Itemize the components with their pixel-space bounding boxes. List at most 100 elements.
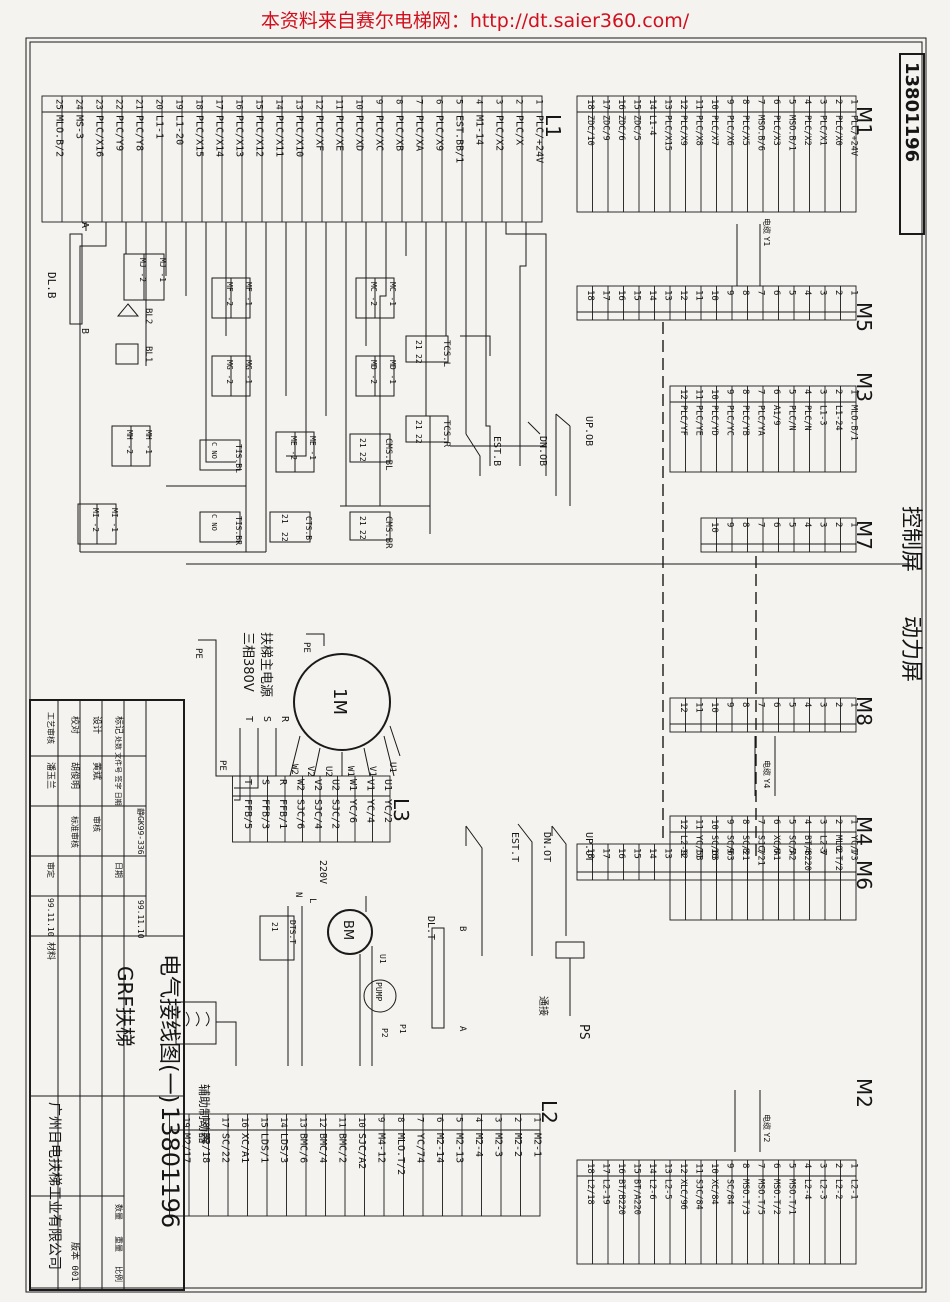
terminal-signal: XC/A1 <box>771 835 781 861</box>
terminal-signal: L1-1 <box>153 115 164 139</box>
svg-text:DN.OB: DN.OB <box>537 436 548 466</box>
terminal-signal: SC/63 <box>709 835 719 861</box>
terminal-signal: PLC/X14 <box>213 115 224 157</box>
l3-terminal-id: V1 <box>364 779 375 791</box>
terminal-signal: SJC/21 <box>756 835 766 866</box>
svg-text:220V: 220V <box>317 860 328 884</box>
label-m2: M2 <box>852 1078 876 1108</box>
terminal-number: 12 <box>678 1163 688 1174</box>
terminal-signal: SC/22 <box>220 1133 231 1163</box>
svg-text:DTS.T: DTS.T <box>288 920 297 944</box>
terminal-signal: LDS/1 <box>259 1133 270 1163</box>
svg-text:静GK99-336: 静GK99-336 <box>136 808 146 855</box>
terminal-signal: L2-7 <box>818 835 828 855</box>
terminal-number: 4 <box>802 99 812 104</box>
svg-text:重量: 重量 <box>114 1236 124 1252</box>
terminal-signal: PLC/XA <box>413 115 424 151</box>
svg-text:MF -2: MF -2 <box>225 282 234 306</box>
label-m5: M5 <box>852 302 876 332</box>
terminal-signal: BMC/6 <box>298 1133 309 1163</box>
l3-terminal-signal: YC/6 <box>347 799 358 823</box>
svg-text:U1: U1 <box>387 762 397 773</box>
terminal-number: 2 <box>833 522 843 527</box>
terminal-number: 1 <box>849 290 859 295</box>
terminal-signal: L2-19 <box>601 1179 611 1205</box>
terminal-signal: MLO.B/2 <box>53 115 64 157</box>
terminal-signal: PLC/X9 <box>678 115 688 146</box>
terminal-block-m3: 1MLO.B/12L1-243L1-34PLC/N5PLC/N6A1/97PLC… <box>669 385 859 473</box>
cable-label-y2: 电缆 Y2 <box>762 1114 772 1143</box>
terminal-signal: MSO.T/3 <box>740 1179 750 1215</box>
svg-text:21: 21 <box>414 420 423 430</box>
terminal-number: 8 <box>740 848 750 853</box>
terminal-number: 9 <box>373 99 383 104</box>
drawing-number-top: 13801196 <box>901 62 922 162</box>
terminal-signal: PLC/YA <box>756 405 766 436</box>
terminal-signal: BMC/2 <box>337 1133 348 1163</box>
svg-text:PS: PS <box>576 1024 591 1040</box>
title-block-product: GRF扶梯 <box>113 966 137 1047</box>
terminal-number: 1 <box>533 99 543 104</box>
terminal-signal: MSO.T/1 <box>787 1179 797 1215</box>
svg-text:审定: 审定 <box>46 862 56 878</box>
terminal-number: 7 <box>756 290 766 295</box>
label-m1: M1 <box>852 106 876 136</box>
svg-text:L: L <box>307 898 317 903</box>
svg-text:胡俊明: 胡俊明 <box>69 762 81 789</box>
terminal-number: 12 <box>317 1117 327 1128</box>
terminal-signal: XLC/96 <box>678 1179 688 1210</box>
sheet-border <box>25 37 927 1293</box>
terminal-signal: M1-14 <box>473 115 484 145</box>
relay-mc: MC -1 MC -2 <box>355 277 397 319</box>
terminal-signal: M4-12 <box>376 1133 387 1163</box>
terminal-signal: L1-20 <box>173 115 184 145</box>
aux-brake: 辅助制动器 <box>175 1001 237 1144</box>
terminal-signal: MSO.B/1 <box>787 115 797 151</box>
terminal-signal: L2-9 <box>678 835 688 855</box>
l3-terminal-id: T <box>242 779 253 785</box>
svg-text:MG -2: MG -2 <box>225 360 234 384</box>
terminal-number: 2 <box>833 290 843 295</box>
svg-text:TCS.L: TCS.L <box>441 340 451 367</box>
svg-text:MD -2: MD -2 <box>369 360 378 384</box>
terminal-signal: MSO.T/5 <box>756 1179 766 1215</box>
component-ps: PS 通接 <box>537 941 591 1040</box>
svg-text:辅助制动器: 辅助制动器 <box>197 1084 211 1144</box>
terminal-number: 3 <box>493 99 503 104</box>
l3-terminal-id: W2 <box>294 779 305 791</box>
component-dl-b: A B DL.B <box>45 222 90 334</box>
terminal-signal: SC/84 <box>725 1179 735 1205</box>
terminal-number: 10 <box>709 819 719 830</box>
terminal-number: 10 <box>353 99 363 110</box>
svg-text:日期: 日期 <box>114 862 123 878</box>
svg-text:MD -1: MD -1 <box>388 360 397 384</box>
component-pump: PUMP P1 P2 <box>363 979 407 1038</box>
terminal-number: 13 <box>663 290 673 301</box>
svg-text:22: 22 <box>280 532 289 542</box>
label-l1: L1 <box>541 114 565 138</box>
terminal-number: 1 <box>532 1117 542 1122</box>
terminal-signal: ZDC/10 <box>585 115 595 146</box>
terminal-number: 6 <box>771 290 781 295</box>
terminal-number: 9 <box>725 99 735 104</box>
terminal-signal: MS-3 <box>73 115 84 139</box>
terminal-number: 22 <box>113 99 123 110</box>
terminal-number: 9 <box>725 290 735 295</box>
terminal-number: 9 <box>725 1163 735 1168</box>
svg-text:22: 22 <box>414 434 423 444</box>
terminal-number: 18 <box>585 99 595 110</box>
terminal-number: 14 <box>647 848 657 859</box>
label-l2: L2 <box>537 1100 561 1124</box>
terminal-signal: PLC/X2 <box>802 115 812 146</box>
svg-text:BL1: BL1 <box>143 346 153 362</box>
l3-terminal-id: S <box>259 779 270 785</box>
brake-lining-sensors: BL2 BL1 <box>115 303 153 365</box>
svg-text:PE: PE <box>217 760 227 771</box>
l3-terminal-signal: FFB/3 <box>259 799 270 829</box>
terminal-number: 16 <box>616 99 626 110</box>
terminal-signal: M2/17 <box>181 1133 192 1163</box>
terminal-number: 9 <box>725 522 735 527</box>
terminal-signal: SC/A2 <box>787 835 797 861</box>
